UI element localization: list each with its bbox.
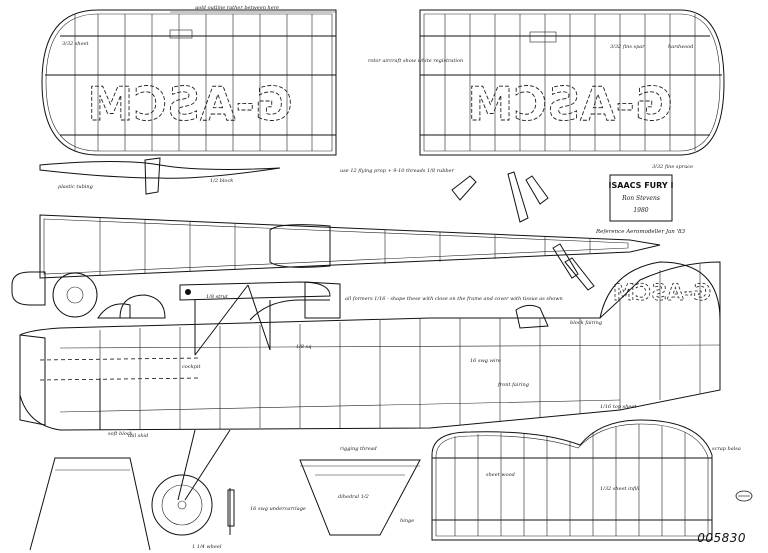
cabane-struts <box>179 281 331 356</box>
registration-mirrored-right: G-ASCM <box>467 77 672 131</box>
scrap-balsa-note: scrap balsa <box>712 446 741 452</box>
registration-on-fin: G-ASCM <box>613 281 711 306</box>
front-fairing-note: front fairing <box>497 382 529 388</box>
flying-prop-note: use 12 flying prop + 9-10 threads 1/8 ru… <box>340 168 455 174</box>
strut-note: 1/8 strut <box>206 294 229 300</box>
soft-block-note: soft block <box>108 431 133 437</box>
designer-name: Ron Stevens <box>621 195 660 202</box>
fine-spruce-note: 3/32 fine spruce <box>652 164 693 170</box>
block-fairing-note: block fairing <box>570 320 602 326</box>
loose-struts <box>451 171 595 291</box>
hardwood-note-top: hardwood <box>668 44 693 50</box>
fins-spar-note: 3/32 fins spar <box>610 44 645 50</box>
block-note: 1/2 block <box>210 178 233 184</box>
upper-right-wing-panel: G-ASCM 3/32 fins spar hardwood <box>419 9 725 156</box>
tailplane-triangle <box>299 459 421 536</box>
sheet-infill-note: 1/32 sheet infill <box>600 486 640 492</box>
undercart-note: 16 swg undercarriage <box>250 506 306 512</box>
registration-mirrored-left: G-ASCM <box>87 77 292 131</box>
cockpit-note: cockpit <box>182 364 201 370</box>
rotor-aircraft-note: rotor aircraft show white registration <box>368 58 463 64</box>
propeller-blade: plastic tubing 1/2 block <box>39 157 281 195</box>
reference-note: Reference Aeromodeller Jan '83 <box>595 229 686 235</box>
aircraft-name: ISAACS FURY I <box>609 181 674 190</box>
publisher-stamp <box>735 490 753 502</box>
small-parts <box>11 271 549 329</box>
title-block: ISAACS FURY I Ron Stevens 1980 <box>609 174 674 222</box>
cowl-block <box>29 457 151 551</box>
gold-outline-note: gold outline rather between here <box>195 5 279 11</box>
bent-sq-note: 1/8 sq <box>296 344 311 350</box>
fuselage-side-view: G-ASCM <box>19 261 721 431</box>
fuselage-top-view <box>39 214 661 279</box>
lower-wing-planform <box>431 419 713 541</box>
sheet-wood-note: sheet wood <box>486 472 515 478</box>
landing-gear <box>151 429 235 536</box>
all-formers-note: all formers 1/16 - shape these with clos… <box>345 296 563 302</box>
plan-number: 005830 <box>697 531 746 545</box>
wheel-note: 1 1/4 wheel <box>192 544 222 550</box>
hinge-note: hinge <box>400 518 414 524</box>
wire-note: 16 swg wire <box>470 358 501 364</box>
sheet-note-left: 3/32 sheet <box>62 41 90 47</box>
upper-left-wing-panel: gold outline rather between here G-ASCM … <box>41 5 337 156</box>
rigging-note: rigging thread <box>340 446 377 452</box>
plastic-tubing-note: plastic tubing <box>58 184 93 190</box>
top-sheet-note: 1/16 top sheet <box>600 404 637 410</box>
tail-skid-note: tail skid <box>128 433 148 439</box>
design-year: 1980 <box>633 207 648 214</box>
dihedral-note: dihedral 1/2 <box>338 494 369 500</box>
